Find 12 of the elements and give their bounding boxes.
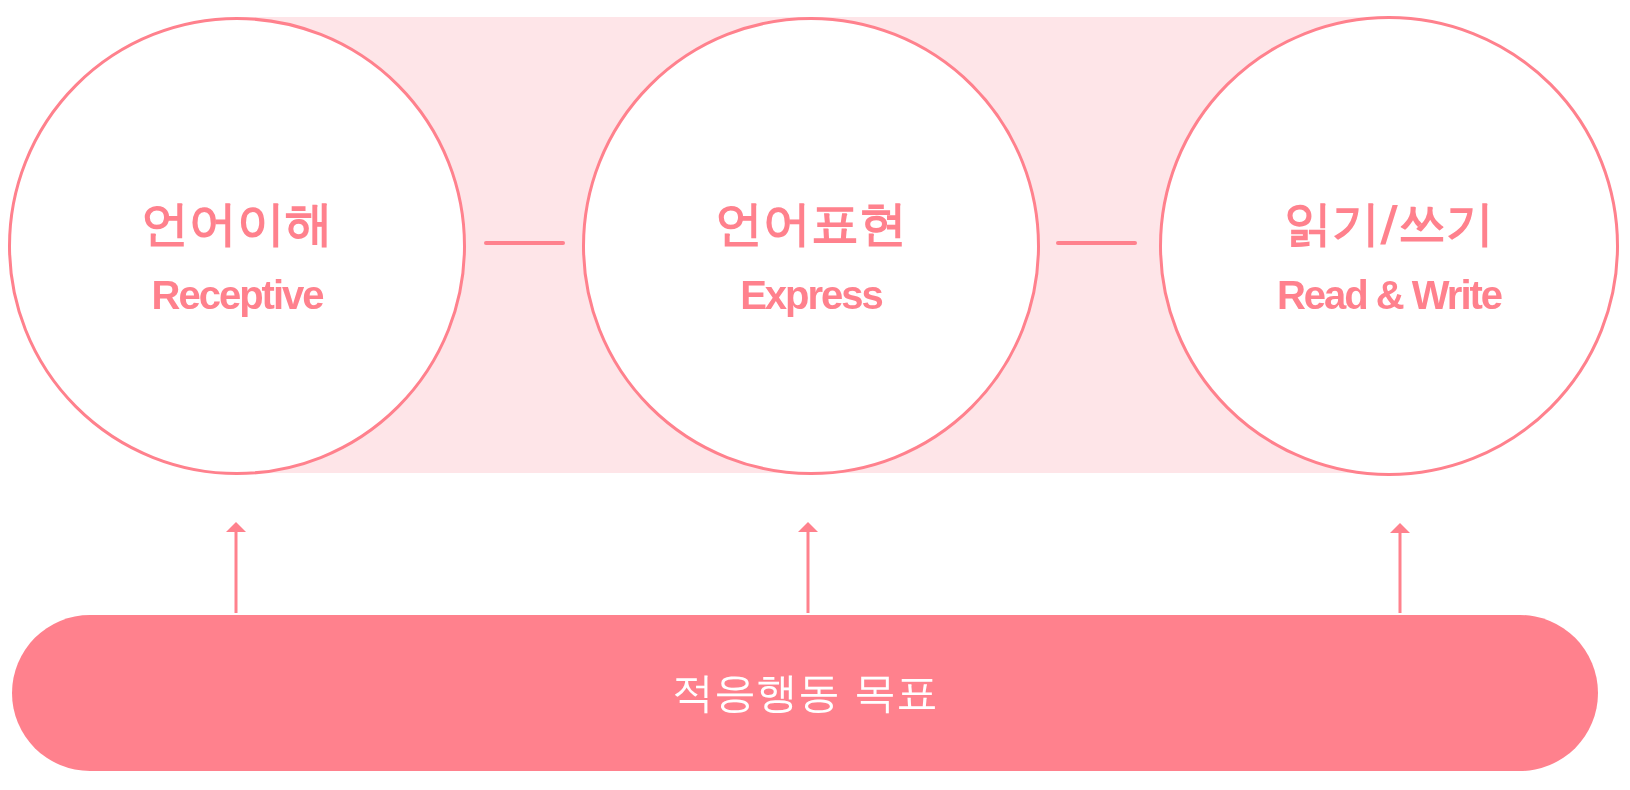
- node-title: 언어표현: [715, 195, 907, 251]
- arrow: [1390, 523, 1410, 613]
- node-subtitle: Receptive: [151, 273, 323, 317]
- connector-line: [1056, 241, 1137, 245]
- arrow: [226, 522, 246, 613]
- node-subtitle: Read & Write: [1276, 273, 1502, 317]
- node-subtitle: Express: [740, 273, 882, 317]
- arrow: [798, 522, 818, 613]
- connector-line: [484, 241, 565, 245]
- node-title: 읽기/쓰기: [1284, 195, 1494, 251]
- node-title: 언어이해: [141, 195, 333, 251]
- bar-label: 적응행동 목표: [672, 669, 938, 717]
